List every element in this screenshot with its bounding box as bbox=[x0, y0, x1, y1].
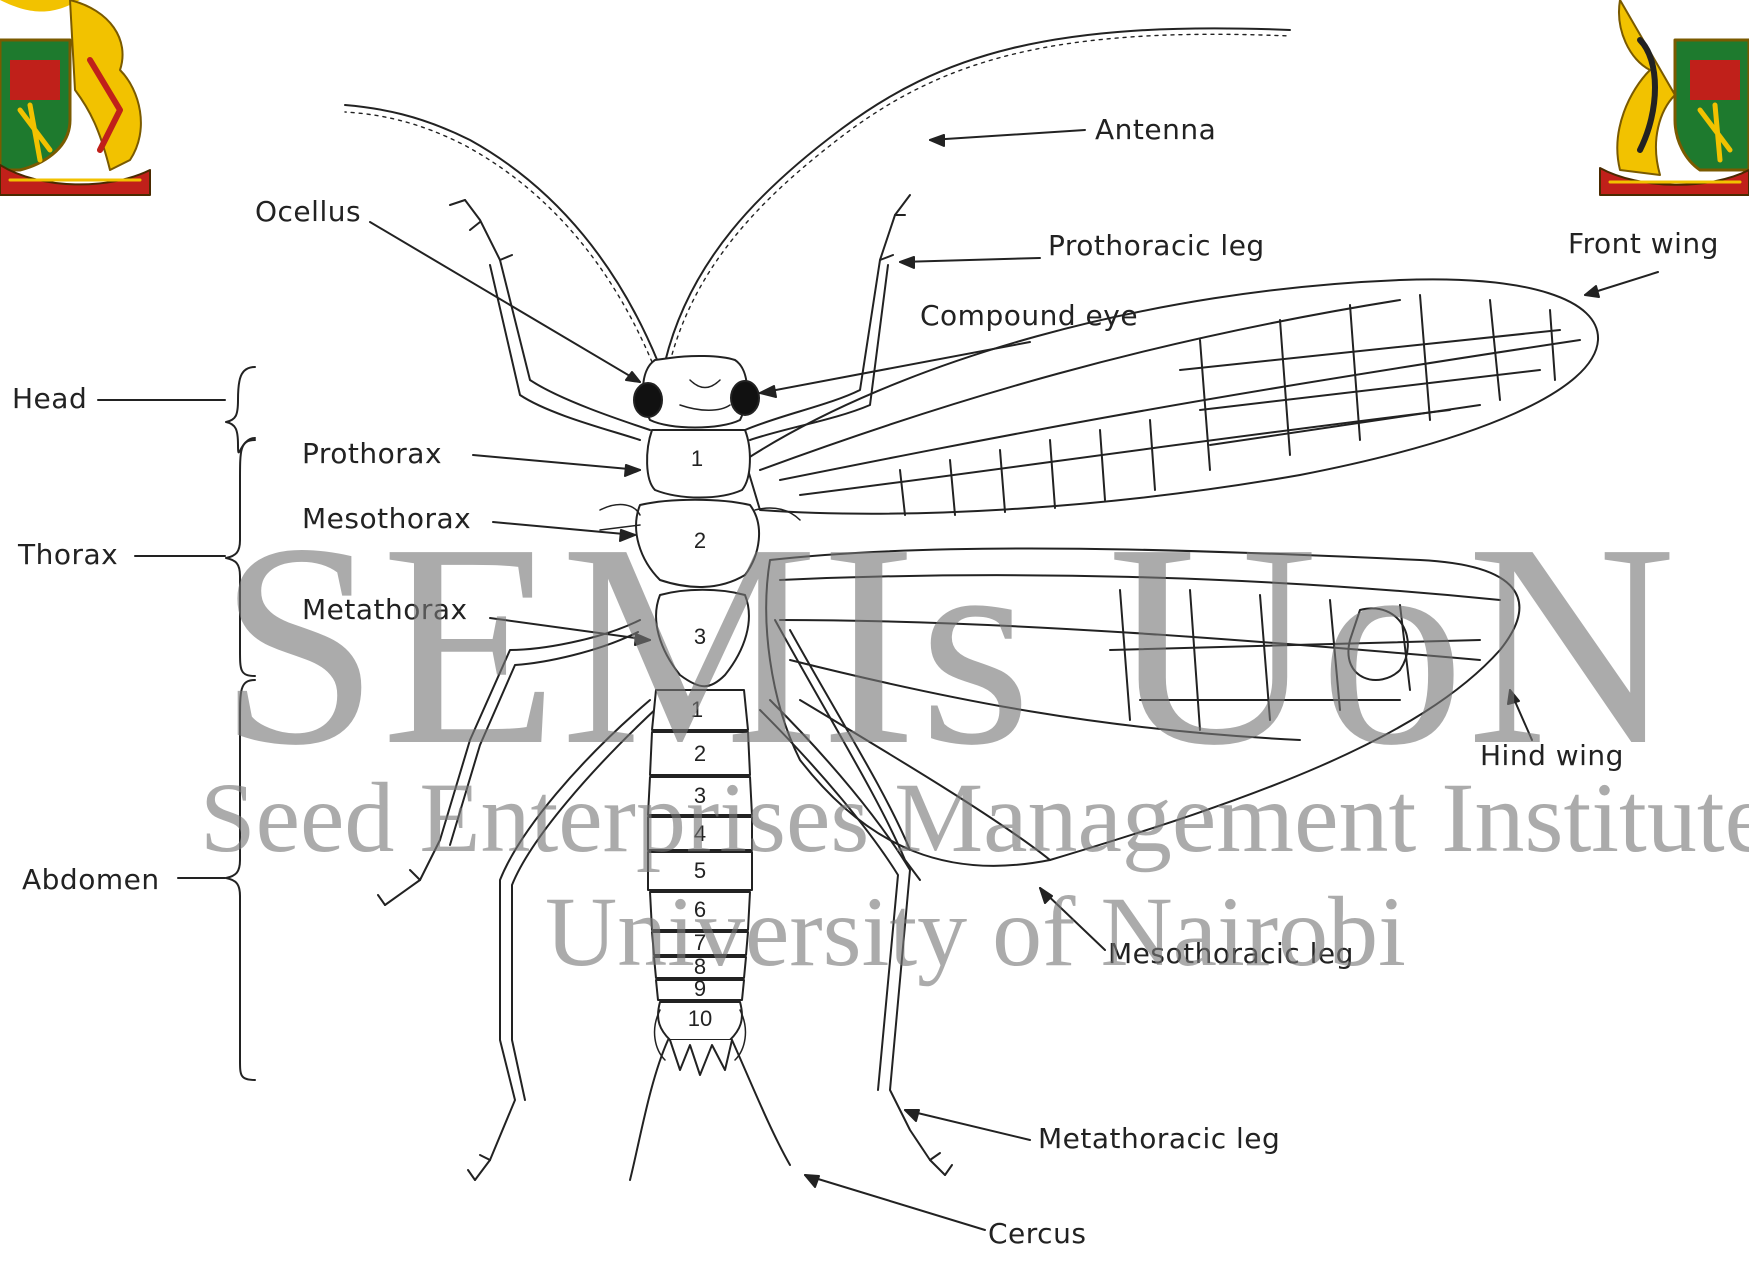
antenna-leader bbox=[930, 130, 1085, 140]
compound-eye-leader bbox=[760, 342, 1030, 393]
watermark-title: SEMIs UoN bbox=[218, 500, 1678, 790]
right-emblem-icon bbox=[1600, 0, 1749, 195]
label-front-wing: Front wing bbox=[1568, 230, 1719, 258]
antennae bbox=[345, 28, 1290, 362]
label-antenna: Antenna bbox=[1095, 116, 1216, 144]
cerci bbox=[630, 1040, 790, 1180]
watermark-institute: Seed Enterprises Management Institute bbox=[200, 768, 1749, 868]
label-ocellus: Ocellus bbox=[255, 198, 361, 226]
label-metathoracic-leg: Metathoracic leg bbox=[1038, 1125, 1280, 1153]
front-wing bbox=[745, 279, 1598, 515]
prothoracic-leg-leader bbox=[900, 258, 1040, 262]
label-compound-eye: Compound eye bbox=[920, 302, 1138, 330]
label-abdomen: Abdomen bbox=[22, 866, 160, 894]
metathoracic-leg-leader bbox=[905, 1110, 1030, 1140]
label-prothorax: Prothorax bbox=[302, 440, 442, 468]
insect-head bbox=[634, 356, 759, 428]
label-thorax: Thorax bbox=[18, 541, 118, 569]
left-emblem-icon bbox=[0, 0, 150, 195]
ocellus-leader bbox=[370, 222, 640, 382]
thorax-number: 1 bbox=[691, 446, 703, 471]
label-cercus: Cercus bbox=[988, 1220, 1086, 1248]
label-head: Head bbox=[12, 385, 87, 413]
cercus-leader bbox=[805, 1175, 985, 1230]
label-prothoracic-leg: Prothoracic leg bbox=[1048, 232, 1265, 260]
watermark-university: University of Nairobi bbox=[545, 882, 1406, 982]
abdomen-number: 10 bbox=[688, 1006, 712, 1031]
prothorax-leader bbox=[473, 455, 640, 470]
